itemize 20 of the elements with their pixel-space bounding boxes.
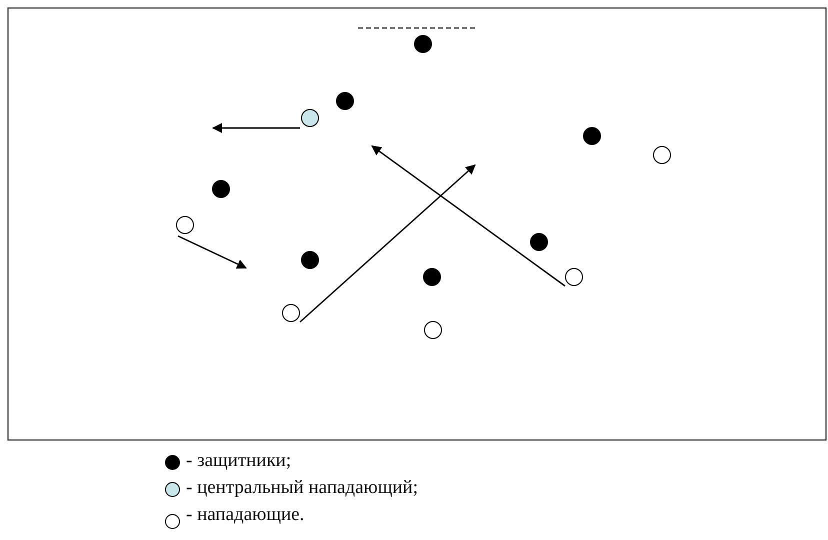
defender-marker [301, 251, 319, 269]
forward-marker [176, 216, 194, 234]
movement-arrow [371, 145, 566, 287]
forward-marker [282, 304, 300, 322]
defender-marker [530, 233, 548, 251]
movement-arrow [300, 164, 476, 323]
defender-marker [423, 268, 441, 286]
forward-marker [424, 321, 442, 339]
legend-text: - защитники; [186, 450, 292, 472]
legend-text: - нападающие. [186, 504, 304, 526]
defender-marker [336, 92, 354, 110]
defender-marker [414, 35, 432, 53]
defender-marker [212, 180, 230, 198]
forward-marker [565, 268, 583, 286]
legend-text: - центральный нападающий; [186, 477, 418, 499]
center-forward-marker [301, 109, 319, 127]
movement-arrow [212, 123, 300, 133]
forward-marker [653, 146, 671, 164]
movement-arrow [178, 235, 247, 269]
defender-marker [583, 127, 601, 145]
